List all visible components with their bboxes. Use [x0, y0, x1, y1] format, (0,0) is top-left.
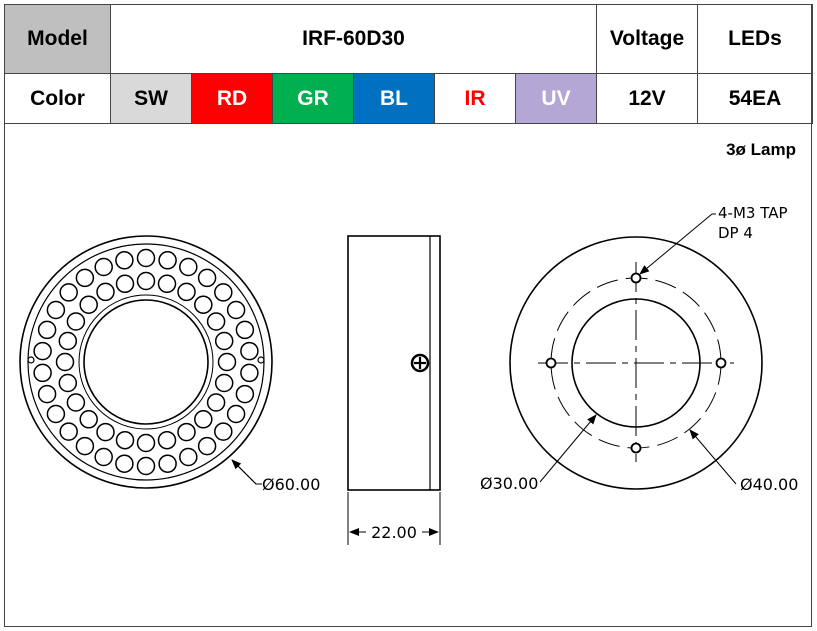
led [75, 436, 95, 456]
led [214, 331, 234, 351]
color-option-gr: GR [272, 73, 354, 124]
led [115, 454, 134, 473]
led [179, 257, 198, 277]
led [94, 257, 113, 277]
dim-pcd-text: Ø40.00 [740, 475, 798, 494]
led [115, 251, 134, 270]
led-array [33, 248, 259, 476]
led [226, 404, 246, 424]
tap-hole-bottom [630, 442, 642, 454]
mounting-hole-left [27, 356, 35, 364]
led [206, 312, 226, 331]
led [96, 422, 115, 442]
led [157, 274, 177, 294]
front-view [19, 235, 273, 489]
led [158, 454, 177, 473]
led [46, 300, 66, 320]
leds-value: 54EA [697, 73, 814, 124]
led [59, 422, 78, 441]
led [79, 295, 98, 314]
led [214, 422, 233, 441]
led [58, 331, 78, 351]
side-view [347, 235, 441, 491]
led [115, 430, 135, 450]
led [226, 300, 246, 320]
front-flange-circle [27, 243, 265, 481]
side-body [347, 235, 441, 491]
led [194, 295, 213, 314]
rear-view [509, 236, 763, 490]
led [157, 430, 177, 450]
tap-note-line2: DP 4 [718, 224, 753, 242]
tap-hole-top [630, 272, 642, 284]
voltage-value: 12V [596, 73, 699, 124]
dim-width: 22.00 [347, 492, 441, 545]
led [96, 282, 115, 302]
led [235, 320, 255, 340]
color-option-uv: UV [514, 73, 598, 124]
color-option-ir: IR [434, 73, 516, 124]
led [240, 363, 259, 383]
led [59, 283, 78, 302]
led [94, 447, 113, 467]
led [37, 384, 57, 404]
led [179, 447, 198, 467]
dim-outer-text: Ø60.00 [262, 475, 320, 494]
led [214, 373, 234, 393]
color-option-bl: BL [353, 73, 435, 124]
lamp-type-label: 3ø Lamp [726, 140, 796, 159]
led [240, 341, 259, 361]
dim-inner-leader: Ø30.00 [480, 414, 597, 493]
front-inner-circle [83, 299, 209, 425]
tap-hole-left [545, 357, 557, 369]
dim-width-text: 22.00 [371, 523, 417, 542]
led [136, 271, 156, 291]
led [177, 422, 196, 442]
led [75, 268, 95, 288]
led [217, 352, 237, 372]
led [136, 456, 156, 476]
leds-label: LEDs [697, 4, 814, 74]
tap-note-line1: 4-M3 TAP [718, 204, 788, 222]
led [46, 404, 66, 424]
dim-pcd-leader: Ø40.00 [689, 429, 798, 494]
led [115, 274, 135, 294]
led [33, 341, 52, 361]
front-outer-circle [19, 235, 273, 489]
led [58, 373, 78, 393]
led [66, 312, 86, 331]
led [194, 410, 213, 429]
led [235, 384, 255, 404]
led [197, 436, 217, 456]
dim-inner-text: Ø30.00 [480, 474, 538, 493]
led [158, 251, 177, 270]
spec-table: Model IRF-60D30 Voltage LEDs Color SW RD… [4, 4, 814, 124]
led [206, 393, 226, 412]
voltage-label: Voltage [596, 4, 699, 74]
tap-hole-right [715, 357, 727, 369]
rear-outer-circle [509, 236, 763, 490]
led [55, 352, 75, 372]
led [79, 410, 98, 429]
dim-outer-leader: Ø60.00 [231, 459, 320, 494]
led [214, 283, 233, 302]
led [37, 320, 57, 340]
led [197, 268, 217, 288]
front-inner-circle-outline [78, 294, 214, 430]
led [177, 282, 196, 302]
led [33, 363, 52, 383]
tap-note: 4-M3 TAP DP 4 [639, 204, 788, 275]
led [66, 393, 86, 412]
led [136, 248, 156, 268]
led [136, 433, 156, 453]
mounting-hole-right [257, 356, 265, 364]
